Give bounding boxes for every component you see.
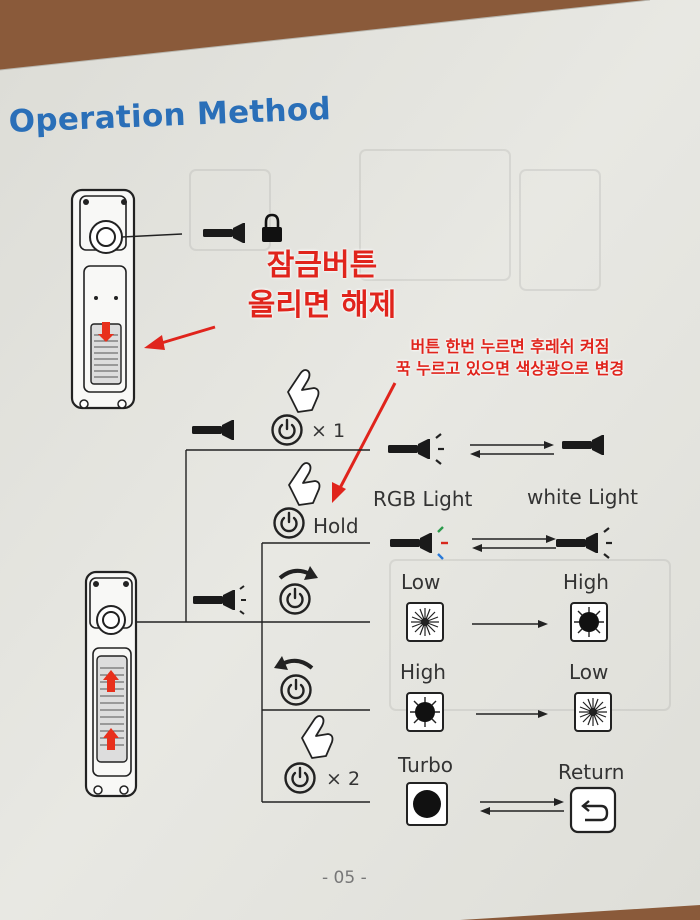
press-count-single: × 1 xyxy=(311,420,346,442)
low-label: Low xyxy=(569,660,609,684)
turbo-label: Turbo xyxy=(398,753,454,777)
return-label: Return xyxy=(558,760,625,784)
annotation-line: 잠금버튼 xyxy=(266,248,378,283)
flashlight-on-icon xyxy=(193,585,246,615)
turbo-icon xyxy=(406,782,448,826)
device-top xyxy=(70,188,136,410)
hold-label: Hold xyxy=(313,514,359,538)
low-label: Low xyxy=(401,570,441,594)
unlock-annotation: 잠금버튼 올리면 해제 xyxy=(232,246,412,326)
device-bottom xyxy=(84,570,138,798)
low-brightness-icon xyxy=(406,602,444,642)
page-number: - 05 - xyxy=(322,868,367,888)
high-label: High xyxy=(400,660,446,684)
press-annotation: 버튼 한번 누르면 후레쉬 켜짐 꾹 누르고 있으면 색상광으로 변경 xyxy=(340,336,680,380)
press-count-double: × 2 xyxy=(326,768,361,790)
red-arrow-icon xyxy=(144,325,216,350)
arrow-right-icon xyxy=(472,620,548,628)
flow-lines xyxy=(136,449,370,803)
low-brightness-icon xyxy=(574,692,612,732)
high-brightness-icon xyxy=(406,692,444,732)
rotate-clockwise-icon xyxy=(278,566,318,580)
annotation-line: 버튼 한번 누르면 후레쉬 켜짐 xyxy=(410,337,610,356)
high-brightness-icon xyxy=(570,602,608,642)
flashlight-on-icon xyxy=(388,433,444,465)
rgb-light-label: RGB Light xyxy=(373,487,473,511)
flashlight-on-icon xyxy=(556,527,612,559)
annotation-line: 올리면 해제 xyxy=(247,288,397,323)
arrow-right-icon xyxy=(476,710,548,718)
white-light-label: white Light xyxy=(527,485,639,509)
rotate-counterclockwise-icon xyxy=(274,656,314,670)
rgb-flashlight-icon xyxy=(390,526,448,560)
red-arrow-icon xyxy=(332,382,397,503)
high-label: High xyxy=(563,570,609,594)
return-icon xyxy=(569,786,617,834)
lock-icon xyxy=(262,213,282,242)
annotation-line: 꾹 누르고 있으면 색상광으로 변경 xyxy=(395,359,625,378)
